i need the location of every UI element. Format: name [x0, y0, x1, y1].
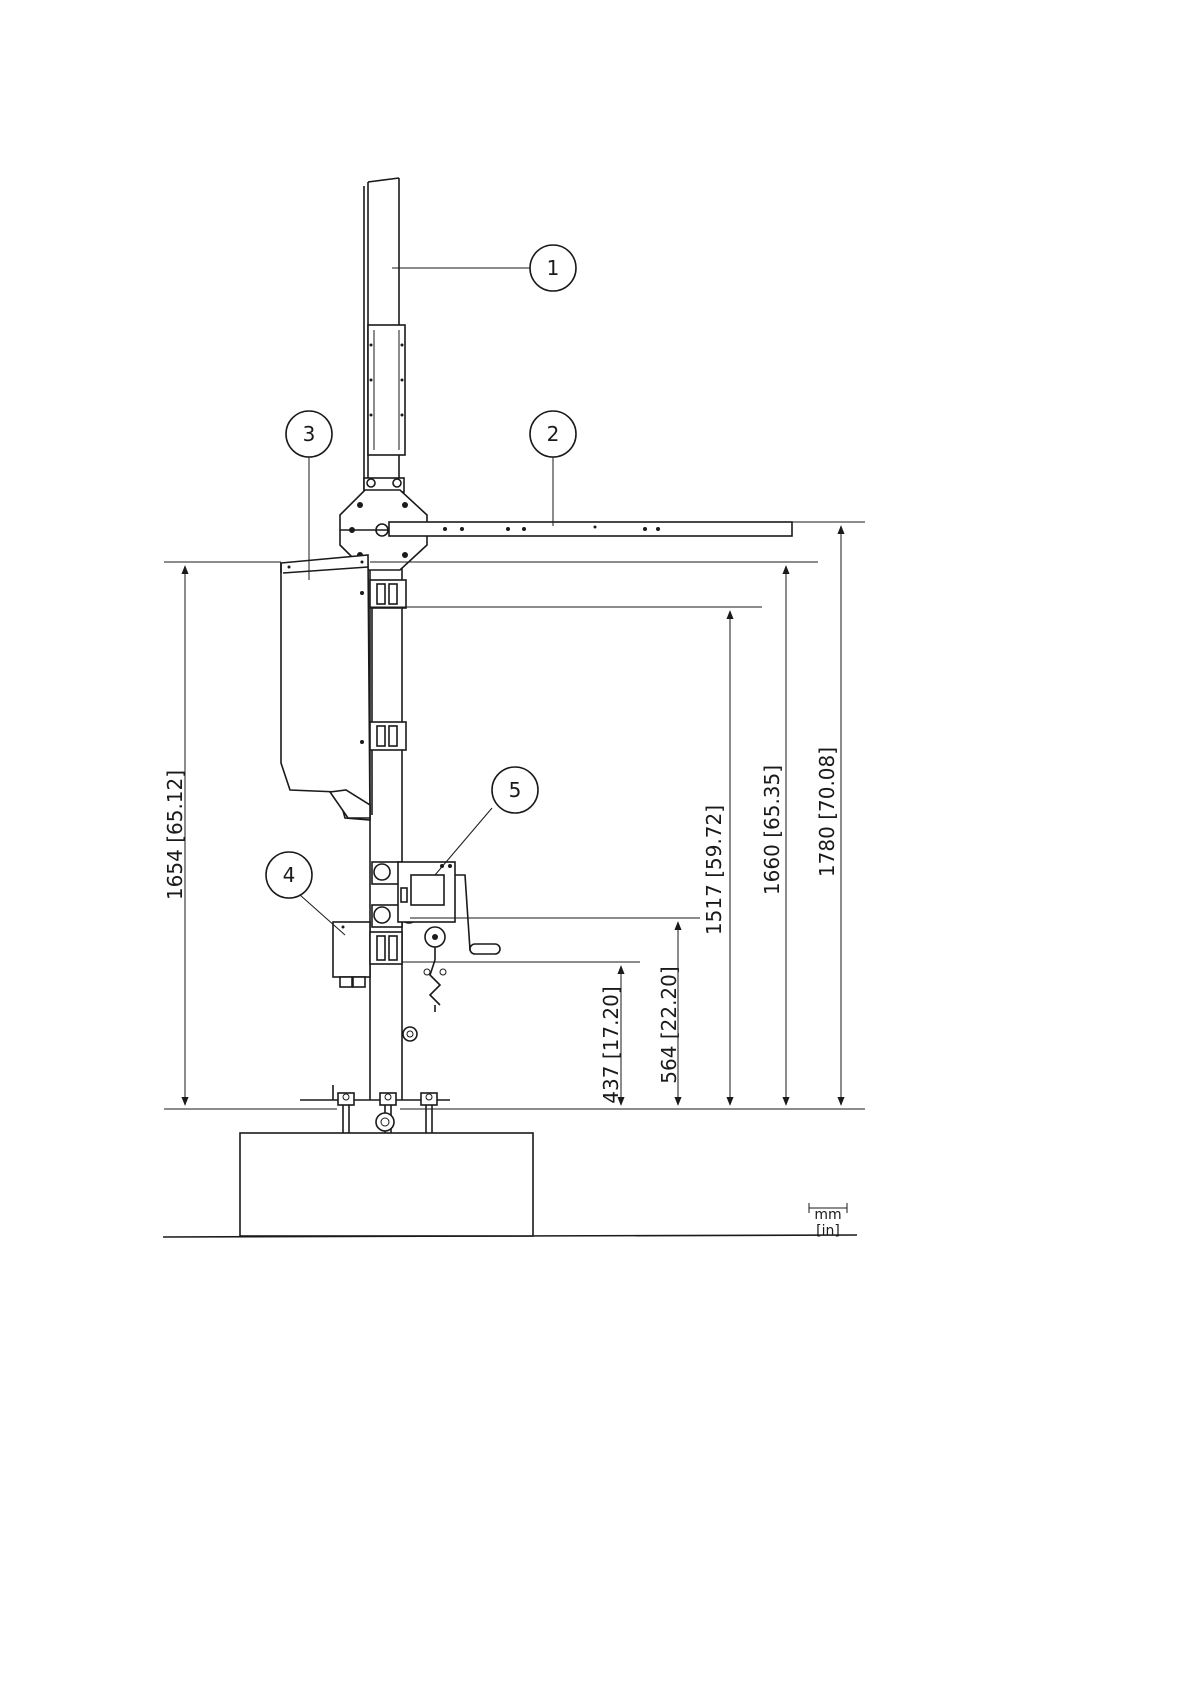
- dim-1517: 1517 [59.72]: [702, 805, 726, 935]
- callout-1: 1: [530, 245, 576, 291]
- junction-box: [333, 922, 402, 987]
- units-legend: mm [in]: [809, 1203, 847, 1239]
- foundation: [163, 1085, 857, 1237]
- dim-564: 564 [22.20]: [657, 966, 681, 1083]
- callout-2: 2: [530, 411, 576, 457]
- unit-secondary: [in]: [816, 1223, 840, 1239]
- dim-1654: 1654 [65.12]: [163, 770, 187, 900]
- callout-5-label: 5: [509, 778, 522, 802]
- callout-5: 5: [492, 767, 538, 813]
- callout-4-label: 4: [283, 863, 296, 887]
- mast-pole: [370, 550, 417, 1100]
- callout-1-label: 1: [547, 256, 560, 280]
- dim-437: 437 [17.20]: [599, 986, 623, 1103]
- callout-3-label: 3: [303, 422, 316, 446]
- callout-4: 4: [266, 852, 312, 898]
- unit-primary: mm: [814, 1207, 841, 1223]
- dim-1660: 1660 [65.35]: [760, 765, 784, 895]
- cabinet-hood: [281, 555, 406, 820]
- upper-mast-section: [364, 178, 405, 492]
- callout-2-label: 2: [547, 422, 560, 446]
- horizontal-arm: [340, 490, 792, 570]
- dim-1780: 1780 [70.08]: [815, 747, 839, 877]
- callout-3: 3: [286, 411, 332, 457]
